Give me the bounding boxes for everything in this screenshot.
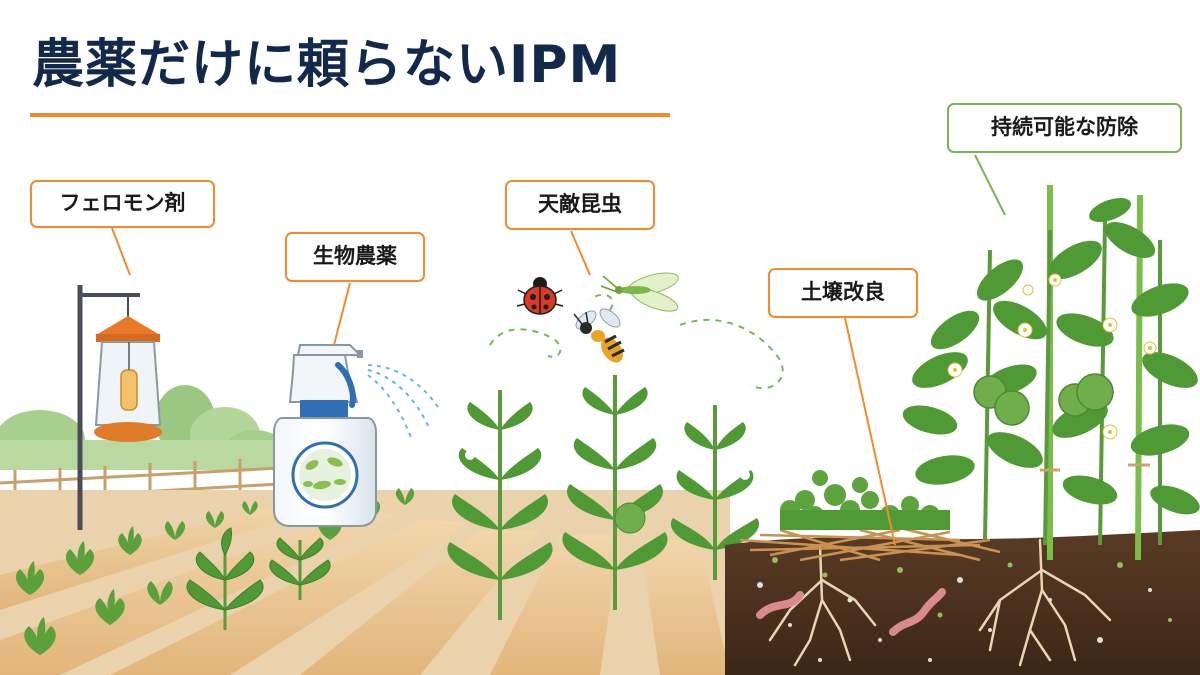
- label-biopesticide: 生物農薬: [285, 232, 425, 282]
- label-sustainable-control: 持続可能な防除: [947, 103, 1182, 153]
- background-trees: [0, 385, 285, 470]
- wasp-icon: [573, 308, 625, 363]
- seedling-rows: [15, 488, 415, 655]
- title-underline: [30, 113, 670, 117]
- straw-mulch-icon: [739, 526, 1001, 562]
- earthworm-icon: [756, 588, 946, 636]
- plant-roots: [768, 538, 1112, 667]
- tomato-plant-icon: [902, 185, 1200, 561]
- spray-mist: [367, 364, 441, 441]
- mid-tomato-plants: [447, 375, 760, 620]
- pheromone-trap-icon: [77, 285, 162, 530]
- young-tomato-plant: [186, 527, 331, 630]
- label-soil-improvement: 土壌改良: [768, 268, 918, 318]
- cover-crop: [780, 470, 950, 530]
- page-title: 農薬だけに頼らないIPM: [32, 35, 622, 95]
- ladybug-icon: [516, 277, 564, 315]
- label-pheromone: フェロモン剤: [30, 180, 215, 228]
- insect-flight-paths: [489, 293, 784, 390]
- leader-lines: [111, 154, 1006, 546]
- label-natural-enemies: 天敵昆虫: [505, 180, 655, 230]
- spray-bottle-icon: [273, 344, 377, 527]
- lacewing-icon: [600, 272, 679, 312]
